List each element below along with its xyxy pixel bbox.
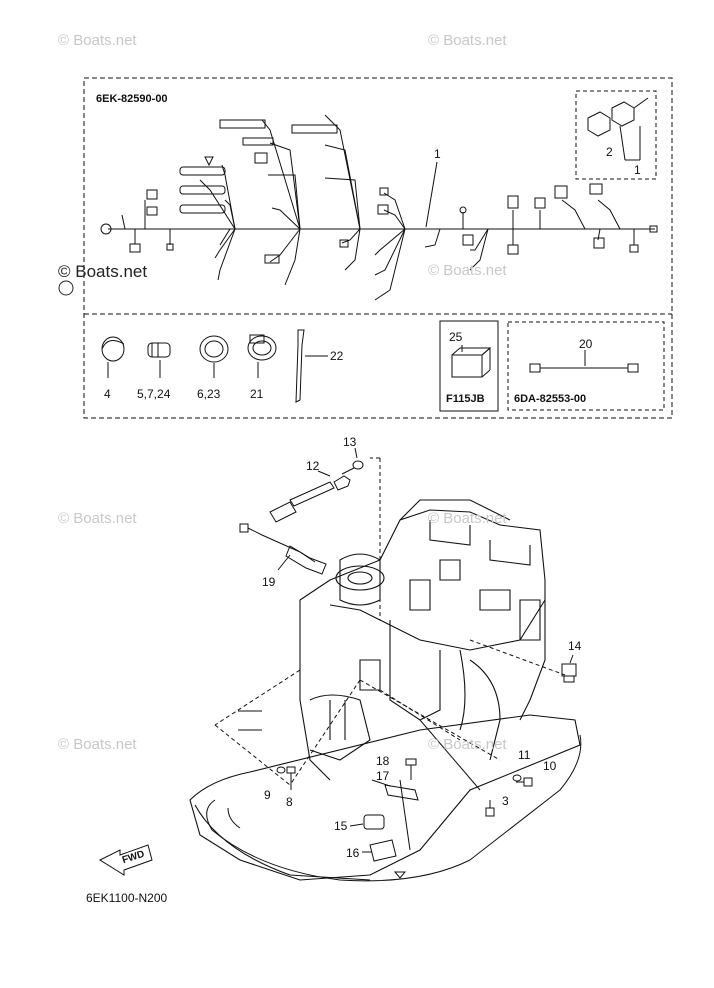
callout-25[interactable]: 25: [449, 330, 463, 344]
sensor-12-icon: [269, 467, 355, 523]
screw-18-icon: [405, 758, 417, 780]
callout-2[interactable]: 2: [606, 145, 613, 159]
sensor-19-icon: [239, 523, 327, 575]
leader-1: [425, 161, 438, 228]
washer-11-icon: [512, 774, 522, 782]
sub-harness-part-number: 6DA-82553-00: [514, 393, 587, 405]
callout-19[interactable]: 19: [262, 575, 276, 589]
callout-1[interactable]: 1: [434, 147, 441, 161]
callout-22[interactable]: 22: [330, 349, 344, 363]
watermark: © Boats.net: [428, 510, 507, 527]
bottom-cowling: [206, 734, 582, 882]
watermark: © Boats.net: [58, 262, 148, 281]
bolt-8-icon: [286, 766, 296, 790]
leader-15: [349, 823, 364, 827]
watermark: © Boats.net: [58, 510, 137, 527]
harness-kit-box: [83, 77, 673, 419]
fitting-14-icon: [561, 663, 577, 683]
watermark: © Boats.net: [428, 736, 507, 753]
callout-10[interactable]: 10: [543, 759, 557, 773]
callout-16[interactable]: 16: [346, 846, 360, 860]
bolt-10-icon: [516, 777, 533, 787]
watermark: © Boats.net: [428, 262, 507, 279]
clamp-4-icon: [101, 336, 125, 362]
callout-8[interactable]: 8: [286, 795, 293, 809]
connector-pair-icon: [587, 97, 649, 161]
harness-part-number: 6EK-82590-00: [96, 93, 168, 105]
callout-18[interactable]: 18: [376, 754, 390, 768]
watermark: © Boats.net: [58, 32, 137, 49]
engine-leaders: [214, 457, 566, 851]
callout-14[interactable]: 14: [568, 639, 582, 653]
wiring-harness: [100, 114, 658, 301]
callout-9[interactable]: 9: [264, 788, 271, 802]
callout-1-kit[interactable]: 1: [634, 163, 641, 177]
figure-number: 6EK1100-N200: [86, 891, 168, 905]
engine-block: [189, 499, 581, 881]
model-label: F115JB: [446, 393, 485, 405]
leader-19: [277, 554, 291, 571]
grommet-15-icon: [363, 814, 385, 830]
fwd-arrow-icon: [98, 844, 153, 876]
oring-13-icon: [352, 460, 364, 470]
bracket-17-icon: [384, 784, 419, 801]
clamp-21-icon: [247, 334, 277, 361]
watermark: © Boats.net: [428, 32, 507, 49]
leader-12: [317, 470, 331, 477]
tie-22-icon: [295, 329, 305, 403]
screw-3-icon: [485, 800, 495, 817]
sub-harness-20-icon: [529, 363, 639, 373]
leader-14: [569, 654, 574, 664]
callout-20[interactable]: 20: [579, 337, 593, 351]
copyright-icon: [58, 280, 74, 296]
callout-12[interactable]: 12: [306, 459, 320, 473]
callout-3[interactable]: 3: [502, 794, 509, 808]
callout-6-23[interactable]: 6,23: [197, 387, 221, 401]
clamp-5-icon: [147, 342, 171, 358]
washer-9-icon: [276, 766, 286, 774]
seal-16-icon: [369, 839, 397, 862]
callout-21[interactable]: 21: [250, 387, 264, 401]
part25-box: [439, 320, 499, 412]
watermark: © Boats.net: [58, 736, 137, 753]
callout-15[interactable]: 15: [334, 819, 348, 833]
clamp-6-icon: [199, 335, 229, 363]
callout-17[interactable]: 17: [376, 769, 390, 783]
sub-harness-box: [507, 321, 665, 411]
callout-4[interactable]: 4: [104, 387, 111, 401]
connector-kit-box: [575, 90, 657, 180]
callout-13[interactable]: 13: [343, 435, 357, 449]
relay-25-icon: [451, 347, 492, 378]
leader-17: [371, 779, 391, 787]
callout-11[interactable]: 11: [518, 748, 531, 762]
callout-5-7-24[interactable]: 5,7,24: [137, 387, 171, 401]
leader-13: [354, 447, 358, 459]
